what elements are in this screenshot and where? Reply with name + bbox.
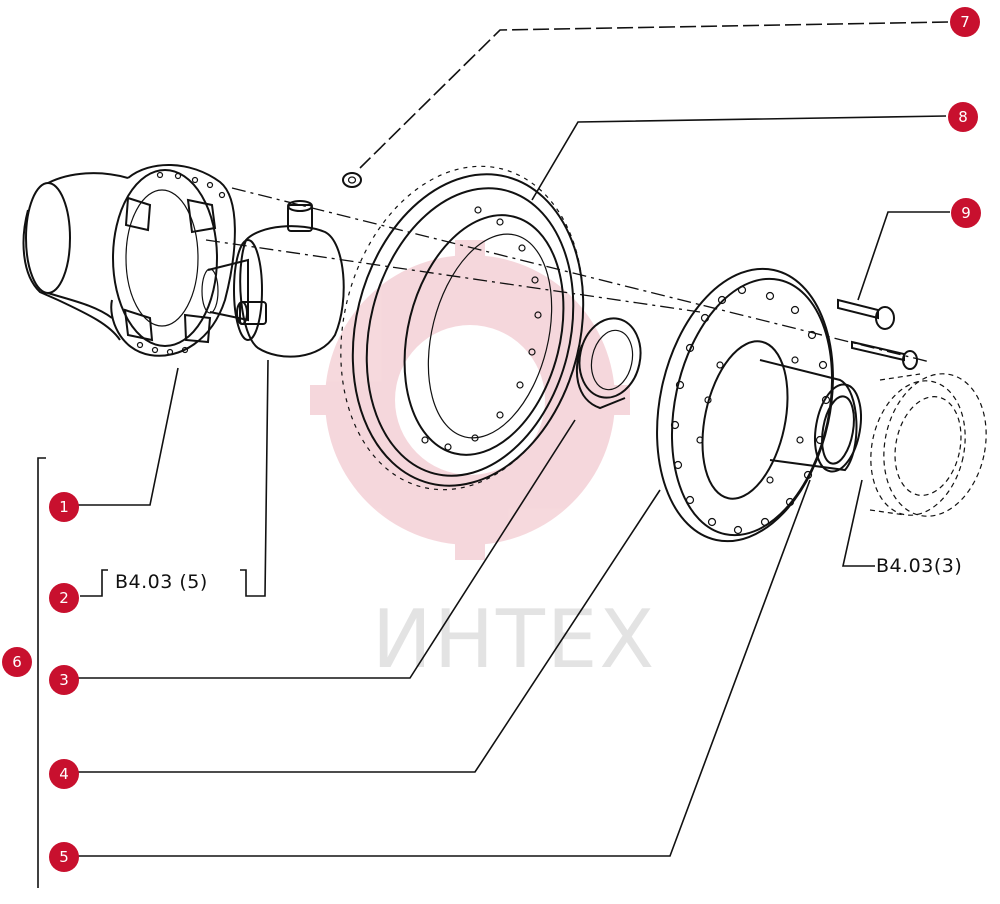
reference-right: B4.03(3) <box>876 555 962 577</box>
callout-6: 6 <box>2 647 32 677</box>
callout-number: 2 <box>59 589 69 607</box>
callout-number: 4 <box>59 765 69 783</box>
group-bracket <box>37 457 46 888</box>
callout-number: 9 <box>961 204 971 222</box>
callout-number: 7 <box>960 13 970 31</box>
callout-3: 3 <box>49 665 79 695</box>
callout-number: 5 <box>59 848 69 866</box>
callout-5: 5 <box>49 842 79 872</box>
callout-number: 3 <box>59 671 69 689</box>
callout-2: 2 <box>49 583 79 613</box>
watermark-text: ИНТЕХ <box>372 593 656 686</box>
part-washer <box>342 172 362 188</box>
callout-4: 4 <box>49 759 79 789</box>
part-flange-housing <box>656 267 862 543</box>
part-bearing <box>869 373 987 517</box>
part-differential-body <box>201 200 345 358</box>
callout-9: 9 <box>951 198 981 228</box>
callout-8: 8 <box>948 102 978 132</box>
leader-lines <box>78 21 950 857</box>
part-bolts <box>837 298 918 370</box>
assembly-axis-lower <box>205 239 701 313</box>
part-housing-half <box>22 163 236 357</box>
callout-number: 1 <box>59 498 69 516</box>
part-ring-gear <box>340 165 585 491</box>
reference-left: B4.03 (5) <box>115 571 208 593</box>
part-bushing <box>575 317 642 410</box>
callout-7: 7 <box>950 7 980 37</box>
callout-number: 6 <box>12 653 22 671</box>
callout-1: 1 <box>49 492 79 522</box>
callout-number: 8 <box>958 108 968 126</box>
